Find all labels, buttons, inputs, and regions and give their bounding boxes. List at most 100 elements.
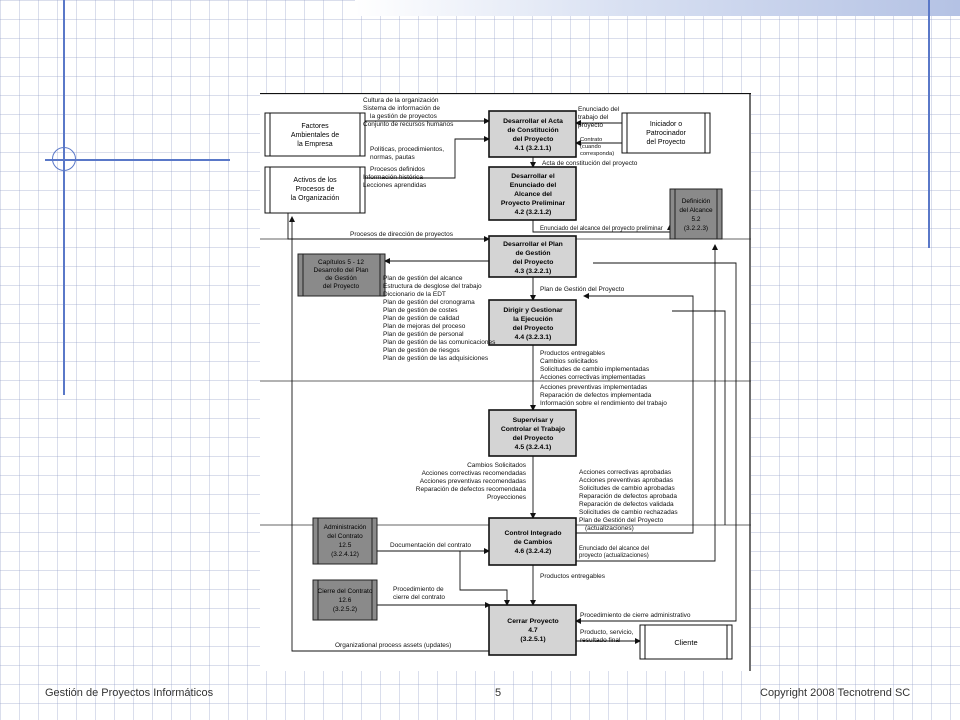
cambios-output-2: Solicitudes de cambio aprobadas <box>579 485 676 492</box>
page-number: 5 <box>495 687 502 699</box>
cambios-output-3: Reparación de defectos aprobada <box>579 493 677 500</box>
p46-label-0: Control Integrado <box>504 530 561 537</box>
p43-label-3: 4.3 (3.2.2.1) <box>515 268 552 275</box>
p41-label-1: de Constitución <box>507 127 558 134</box>
p46-label-2: 4.6 (3.2.4.2) <box>515 548 552 555</box>
cierre-contrato-label-0: Cierre del Contrato <box>318 588 373 595</box>
cierre-contrato-label-2: (3.2.5.2) <box>333 606 357 613</box>
factores-input-3: Conjunto de recursos humanos <box>363 121 454 128</box>
p42-label-0: Desarrollar el <box>511 173 555 180</box>
p42-label-4: 4.2 (3.2.1.2) <box>515 209 552 216</box>
enunciado-preliminar-label: Enunciado del alcance del proyecto preli… <box>540 226 663 232</box>
cambios-output-7: (actualizaciones) <box>585 525 634 532</box>
plan-component-0: Plan de gestión del alcance <box>383 275 463 282</box>
arrow-activos-43 <box>287 213 490 242</box>
enunciado-actualizaciones-0: Enunciado del alcance del <box>579 546 649 552</box>
plan-component-6: Plan de mejoras del proceso <box>383 323 466 330</box>
procedimiento-cierre-admin-label: Procedimiento de cierre administrativo <box>580 612 691 619</box>
capitulos-label-3: del Proyecto <box>323 283 360 290</box>
p45-label-0: Supervisar y <box>513 417 554 424</box>
arrow-activos-41 <box>365 136 490 179</box>
activos-label-2: la Organización <box>291 195 340 202</box>
iniciador-label-1: Patrocinador <box>646 130 686 137</box>
p41-label-0: Desarrollar el Acta <box>503 118 563 125</box>
p43-label-0: Desarrollar el Plan <box>503 241 563 248</box>
factores-input-0: Cultura de la organización <box>363 97 439 104</box>
plan-gestion-label: Plan de Gestión del Proyecto <box>540 286 625 293</box>
external-activos: Activos de los Procesos de la Organizaci… <box>264 166 366 214</box>
administracion-label-3: (3.2.4.12) <box>331 551 359 558</box>
process-4-2: Desarrollar el Enunciado del Alcance del… <box>488 166 577 221</box>
decor-vertical-line-left <box>63 0 65 395</box>
org-assets-label: Organizational process assets (updates) <box>335 642 451 649</box>
cierre-contrato-label-1: 12.6 <box>339 597 352 604</box>
cambios-output-1: Acciones preventivas aprobadas <box>579 477 674 484</box>
alcance-label-0: Definición <box>682 198 711 205</box>
arrow-46-44 <box>576 293 694 534</box>
factores-input-2: la gestión de proyectos <box>370 113 438 120</box>
p47-label-0: Cerrar Proyecto <box>507 618 558 625</box>
external-factores: Factores Ambientales de la Empresa <box>264 112 366 157</box>
ejecucion-output-2: Solicitudes de cambio implementadas <box>540 366 650 373</box>
cambios-output-4: Reparación de defectos validada <box>579 501 674 508</box>
process-4-4: Dirigir y Gestionar la Ejecución del Pro… <box>488 299 577 346</box>
arrow-46-47-documentacion <box>459 551 510 606</box>
process-diagram: Factores Ambientales de la Empresa Activ… <box>260 92 751 671</box>
contrato-label-0: Contrato <box>580 137 602 143</box>
ejecucion-output-4: Acciones preventivas implementadas <box>540 384 648 391</box>
arrow-procedimiento-cierre <box>575 262 737 624</box>
documentacion-label: Documentación del contrato <box>390 542 471 549</box>
ejecucion-output-6: Información sobre el rendimiento del tra… <box>540 400 667 407</box>
producto-final-1: resultado final <box>580 637 621 644</box>
p45-label-2: del Proyecto <box>513 435 554 442</box>
plan-component-4: Plan de gestión de costes <box>383 307 458 314</box>
flow-labels: Cultura de la organización Sistema de in… <box>335 97 691 649</box>
activos-label-0: Activos de los <box>293 177 337 184</box>
producto-final-0: Producto, servicio, <box>580 629 634 636</box>
decor-circle <box>52 147 76 171</box>
p45-label-3: 4.5 (3.2.4.1) <box>515 444 552 451</box>
p41-label-3: 4.1 (3.2.1.1) <box>515 145 552 152</box>
p41-label-2: del Proyecto <box>513 136 554 143</box>
enunciado-actualizaciones-1: proyecto (actualizaciones) <box>579 553 649 559</box>
cambios-output-6: Plan de Gestión del Proyecto <box>579 517 664 524</box>
procedimiento-cierre-contrato-1: cierre del contrato <box>393 594 445 601</box>
cambios-output-5: Solicitudes de cambio rechazadas <box>579 509 678 516</box>
administracion-label-1: del Contrato <box>327 533 363 540</box>
control-output-3: Reparación de defectos recomendada <box>416 486 527 493</box>
p46-label-1: de Cambios <box>514 539 553 546</box>
administracion-label-0: Administración <box>324 524 367 531</box>
footer-course-title: Gestión de Proyectos Informáticos <box>45 687 214 699</box>
capitulos-label-0: Capítulos 5 - 12 <box>318 259 364 266</box>
factores-input-4: Políticas, procedimientos, <box>370 146 444 153</box>
activos-input-2: Lecciones aprendidas <box>363 182 427 189</box>
enunciado-trabajo-0: Enunciado del <box>578 106 620 113</box>
process-4-7: Cerrar Proyecto 4.7 (3.2.5.1) <box>488 604 577 656</box>
p42-label-3: Proyecto Preliminar <box>501 200 566 207</box>
factores-label-2: la Empresa <box>297 141 333 148</box>
plan-component-1: Estructura de desglose del trabajo <box>383 283 482 290</box>
administracion-label-2: 12.5 <box>339 542 352 549</box>
ejecucion-output-5: Reparación de defectos implementada <box>540 392 652 399</box>
plan-component-9: Plan de gestión de riesgos <box>383 347 460 354</box>
external-iniciador: Iniciador o Patrocinador del Proyecto <box>621 112 711 154</box>
control-output-0: Cambios Solicitados <box>467 462 527 469</box>
p43-label-2: del Proyecto <box>513 259 554 266</box>
cambios-output-0: Acciones correctivas aprobadas <box>579 469 672 476</box>
contrato-label-2: corresponda) <box>580 151 614 157</box>
arrow-46-alcance <box>576 244 718 562</box>
activos-label-1: Procesos de <box>296 186 335 193</box>
connectors <box>287 118 737 652</box>
diagram-svg: Factores Ambientales de la Empresa Activ… <box>260 92 751 671</box>
p44-label-2: del Proyecto <box>513 325 554 332</box>
control-output-4: Proyecciones <box>487 494 527 501</box>
p47-label-2: (3.2.5.1) <box>520 636 545 643</box>
activos-input-0: Procesos definidos <box>370 166 426 173</box>
ejecucion-output-0: Productos entregables <box>540 350 606 357</box>
loop-right <box>672 310 726 525</box>
ejecucion-output-1: Cambios solicitados <box>540 358 599 365</box>
p42-label-2: Alcance del <box>514 191 552 198</box>
control-output-1: Acciones correctivas recomendadas <box>422 470 527 477</box>
alcance-label-3: (3.2.2.3) <box>684 225 708 232</box>
acta-label: Acta de constitución del proyecto <box>542 160 638 167</box>
